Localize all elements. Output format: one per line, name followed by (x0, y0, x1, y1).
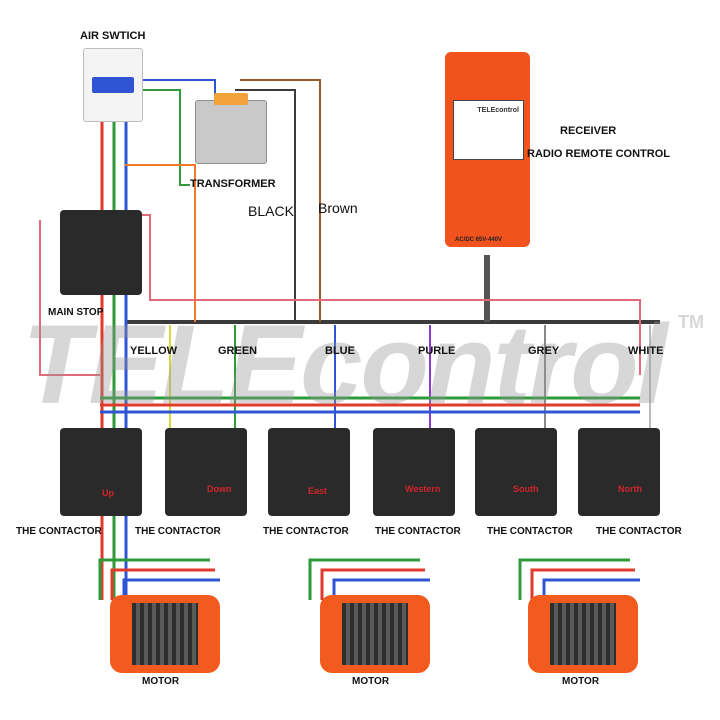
contactor-down: Down (165, 428, 247, 516)
wire-color-grey: GREY (528, 345, 560, 357)
wire-color-purle: PURLE (418, 345, 456, 357)
contactor-north: North (578, 428, 660, 516)
motor-2 (320, 595, 430, 673)
receiver-nameplate: TELEcontrol (453, 100, 524, 160)
air-switch-label: AIR SWTICH (80, 30, 146, 42)
contactor-tag-western: Western (405, 484, 441, 494)
motor-label-3: MOTOR (562, 676, 600, 687)
contactor-tag-up: Up (102, 488, 114, 498)
wire-color-white: WHITE (628, 345, 664, 357)
receiver-rating: AC/DC 65V-440V (455, 237, 503, 243)
motor-label-1: MOTOR (142, 676, 180, 687)
receiver: TELEcontrol AC/DC 65V-440V (445, 52, 530, 247)
contactor-label-down: THE CONTACTOR (135, 526, 221, 537)
motor-1 (110, 595, 220, 673)
wire-color-blue: BLUE (325, 345, 355, 357)
contactor-label-western: THE CONTACTOR (375, 526, 461, 537)
receiver-label: RECEIVER (560, 125, 617, 137)
main-stop-contactor (60, 210, 142, 295)
black-wire-label: BLACK (248, 203, 294, 219)
contactor-up: Up (60, 428, 142, 516)
transformer-terminal-block (214, 93, 248, 105)
wire-color-yellow: YELLOW (130, 345, 178, 357)
motor-fins (550, 603, 616, 665)
motor-fins (132, 603, 198, 665)
signal-wires (169, 325, 651, 440)
contactor-tag-north: North (618, 484, 642, 494)
transformer-label: TRANSFORMER (190, 178, 276, 190)
contactor-east: East (268, 428, 350, 516)
contactor-label-north: THE CONTACTOR (596, 526, 682, 537)
contactor-tag-south: South (513, 484, 539, 494)
contactor-label-up: THE CONTACTOR (16, 526, 102, 537)
contactor-western: Western (373, 428, 455, 516)
air-switch (83, 48, 143, 122)
receiver-brand: TELEcontrol (477, 107, 519, 114)
contactor-tag-east: East (308, 486, 328, 496)
contactor-tag-down: Down (207, 484, 232, 494)
radio-remote-control-label: RADIO REMOTE CONTROL (527, 148, 670, 160)
motor-3 (528, 595, 638, 673)
air-switch-levers (92, 77, 134, 93)
motor-fins (342, 603, 408, 665)
brown-wire-label: Brown (318, 200, 358, 216)
contactor-label-east: THE CONTACTOR (263, 526, 349, 537)
contactor-label-south: THE CONTACTOR (487, 526, 573, 537)
contactor-south: South (475, 428, 557, 516)
motor-label-2: MOTOR (352, 676, 390, 687)
wire-color-green: GREEN (218, 345, 258, 357)
transformer (195, 93, 267, 164)
main-stop-label: MAIN STOP (48, 307, 104, 318)
